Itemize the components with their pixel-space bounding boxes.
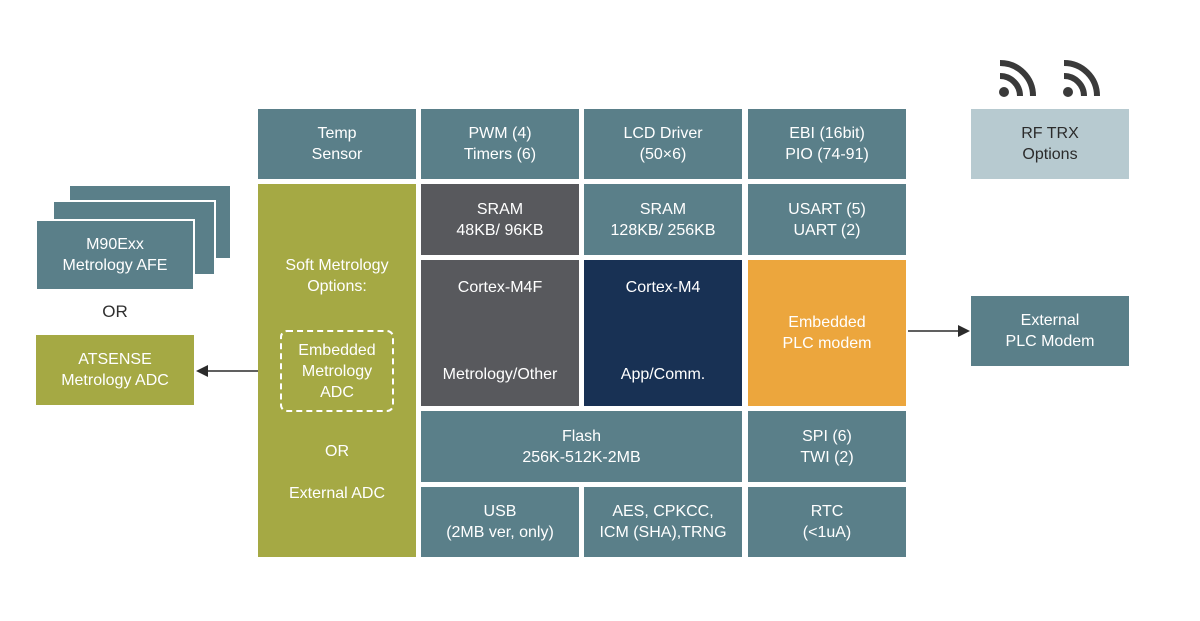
m90exx-metrology-afe-block: M90Exx Metrology AFE (35, 219, 195, 291)
spi-twi-block: SPI (6) TWI (2) (748, 411, 906, 482)
wifi-icon (1063, 60, 1100, 97)
embedded-metrology-adc-box: Embedded Metrology ADC (280, 330, 394, 412)
temp-sensor-block: Temp Sensor (258, 109, 416, 179)
arrow-to-external-plc (908, 325, 970, 337)
lcd-driver-block: LCD Driver (50×6) (584, 109, 742, 179)
embedded-plc-modem-block: Embedded PLC modem (748, 260, 906, 406)
atsense-metrology-adc-block: ATSENSE Metrology ADC (36, 335, 194, 405)
rf-trx-block: RF TRX Options (971, 109, 1129, 179)
soft-metrology-title: Soft Metrology Options: (285, 257, 389, 295)
sram-m4f-block: SRAM 48KB/ 96KB (421, 184, 579, 255)
cortex-m4-block: Cortex-M4 App/Comm. (584, 260, 742, 406)
soft-metrology-block: Soft Metrology Options: Embedded Metrolo… (258, 184, 416, 557)
sram-m4-block: SRAM 128KB/ 256KB (584, 184, 742, 255)
cortex-m4f-block: Cortex-M4F Metrology/Other (421, 260, 579, 406)
ebi-pio-block: EBI (16bit) PIO (74-91) (748, 109, 906, 179)
wifi-icon (999, 60, 1036, 97)
left-or-label: OR (102, 301, 128, 321)
external-adc-label: External ADC (288, 484, 386, 502)
external-plc-modem-block: External PLC Modem (971, 296, 1129, 366)
crypto-block: AES, CPKCC, ICM (SHA),TRNG (584, 487, 742, 557)
flash-block: Flash 256K-512K-2MB (421, 411, 742, 482)
soft-metrology-or-label: OR (325, 442, 349, 460)
usb-block: USB (2MB ver, only) (421, 487, 579, 557)
arrow-to-atsense (196, 365, 258, 377)
rtc-block: RTC (<1uA) (748, 487, 906, 557)
pwm-timers-block: PWM (4) Timers (6) (421, 109, 579, 179)
usart-block: USART (5) UART (2) (748, 184, 906, 255)
